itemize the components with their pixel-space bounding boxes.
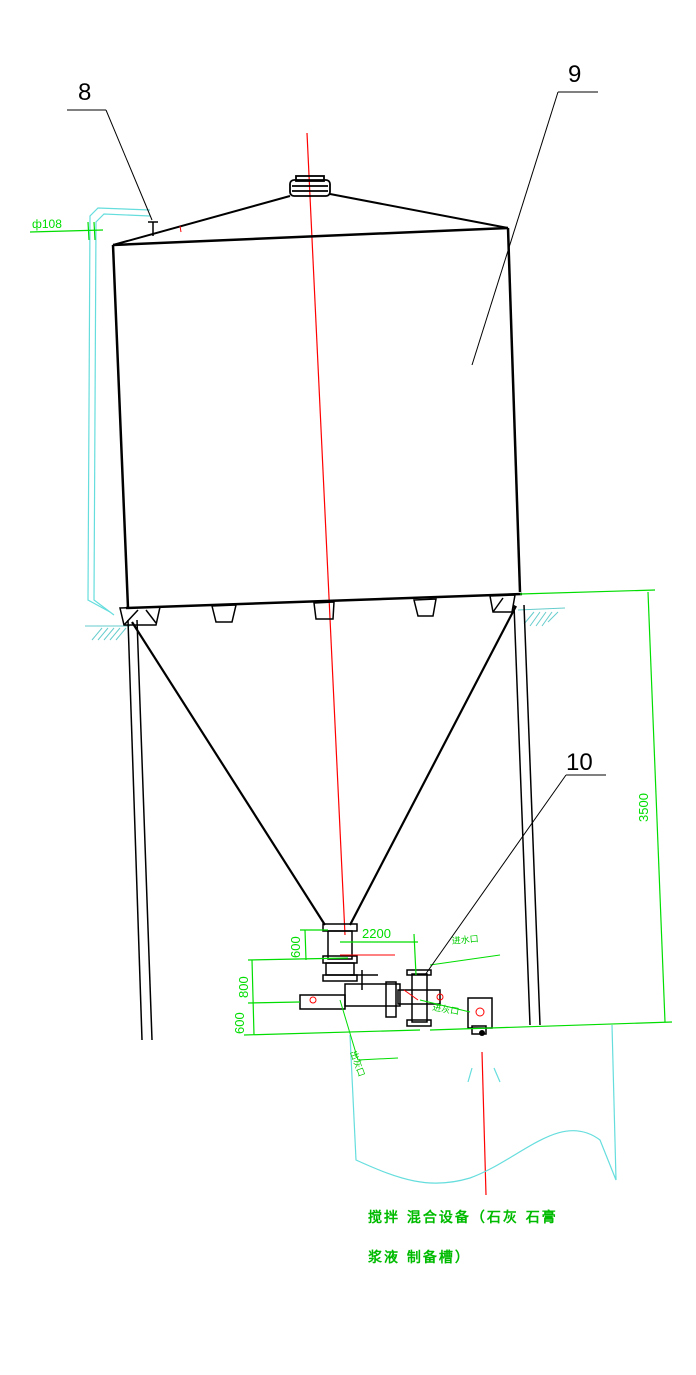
ground-hatch-left: [85, 625, 130, 641]
small-label-leaders: [339, 954, 501, 1061]
roof-manhole: [289, 175, 331, 197]
discharge-assembly: [299, 923, 493, 1035]
inlet-label-a: 进水口: [451, 933, 479, 947]
silo-body: [111, 226, 523, 610]
center-line-lower: [481, 1051, 487, 1196]
preparation-tank-outline: [349, 1024, 617, 1184]
callout-9-leader: [471, 91, 598, 366]
dim-600-bottom-label: 600: [232, 1012, 247, 1034]
callout-8-leader: [67, 109, 153, 221]
dim-2200: [340, 933, 418, 976]
dim-pipe-diameter: [29, 221, 104, 241]
dim-3500-label: 3500: [636, 793, 651, 822]
support-lugs: [119, 594, 516, 626]
inlet-label-b: 进灰口: [431, 1001, 460, 1018]
caption-line-1: 搅拌 混合设备（石灰 石膏: [368, 1209, 558, 1226]
pipe-diameter-label: ф108: [32, 217, 62, 231]
breather-valve: [148, 221, 158, 236]
dim-3500: [429, 589, 673, 1031]
callout-8: 8: [78, 79, 91, 106]
dim-800-label: 800: [236, 976, 251, 998]
callout-10-leader: [424, 774, 606, 976]
silo-roof: [112, 193, 509, 246]
drain-point: [479, 1030, 485, 1036]
discharge-details-red: [309, 954, 485, 1017]
supply-pipe: [87, 207, 151, 616]
support-legs: [127, 604, 541, 1041]
hopper-cone: [131, 605, 517, 926]
callout-9: 9: [568, 61, 581, 88]
dim-2200-label: 2200: [362, 926, 391, 941]
dim-heights-left: [243, 929, 421, 1036]
center-line: [306, 132, 346, 936]
roof-red-mark: [179, 225, 182, 233]
callout-10: 10: [566, 749, 593, 776]
caption-line-2: 浆液 制备槽）: [368, 1249, 471, 1266]
ground-hatch-right: [517, 607, 566, 627]
outlet-label: 出灰口: [347, 1049, 368, 1078]
dim-600-top-label: 600: [288, 936, 303, 958]
